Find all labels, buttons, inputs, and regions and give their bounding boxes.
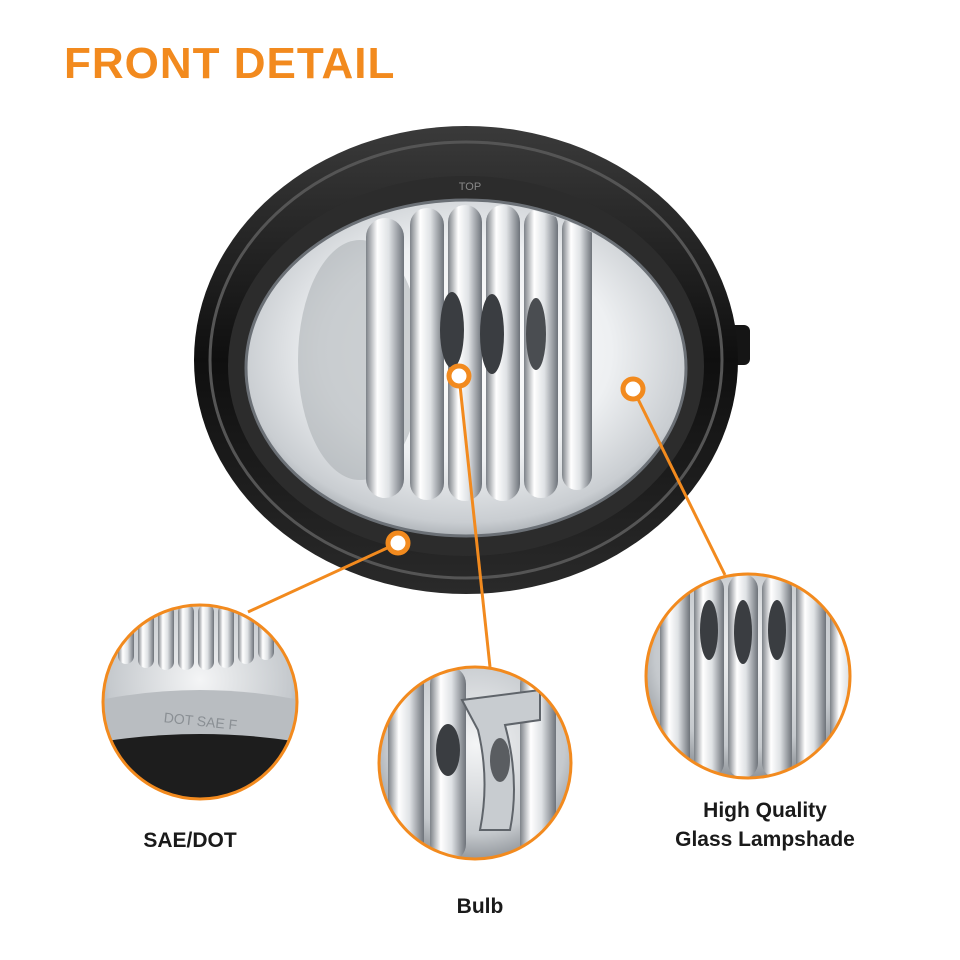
leader-lines	[247, 375, 727, 668]
leader-sae	[247, 541, 399, 614]
zoom-sae-dot: DOT SAE F	[101, 603, 299, 801]
callout-label-sae-dot: SAE/DOT	[143, 829, 237, 852]
lens-top-marking: TOP	[459, 181, 481, 193]
dot-bulb	[446, 363, 472, 389]
housing-rim	[208, 140, 724, 580]
rim-marking: DOT SAE F	[163, 709, 238, 733]
callout-dots	[385, 363, 646, 556]
fog-lamp: TOP	[194, 126, 750, 594]
zoom-bulb	[377, 665, 573, 861]
glass-label-line2: Glass Lampshade	[675, 828, 855, 852]
callout-label-glass-lampshade: High Quality Glass Lampshade	[640, 796, 890, 855]
lens-ribs	[298, 205, 592, 501]
glass-label-line1: High Quality	[703, 799, 827, 822]
page-title: FRONT DETAIL	[64, 39, 396, 88]
zoom-glass-lampshade	[644, 572, 852, 780]
dot-glass	[620, 376, 646, 402]
callout-label-bulb: Bulb	[456, 895, 504, 918]
leader-bulb	[457, 375, 492, 668]
dot-sae	[385, 530, 411, 556]
leader-glass	[631, 388, 727, 576]
